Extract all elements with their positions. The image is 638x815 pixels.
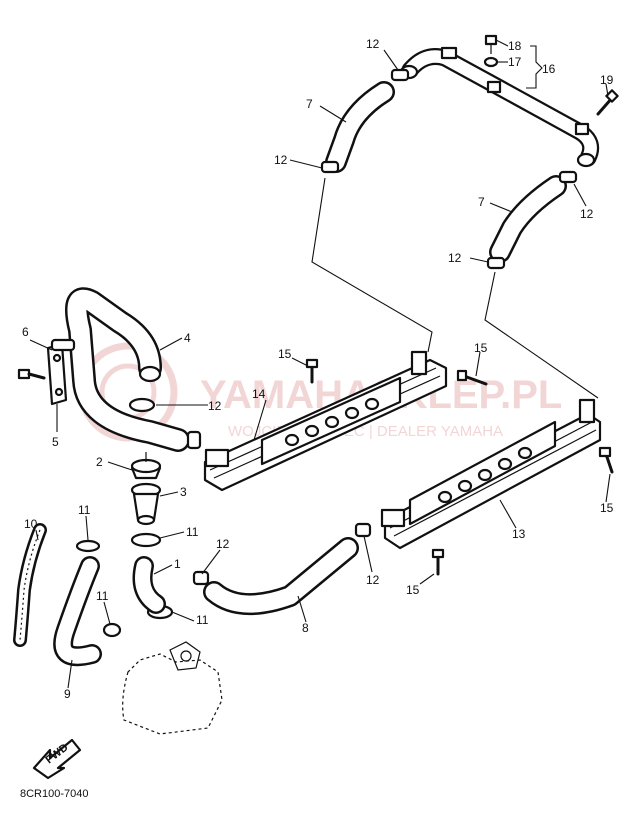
callout-7: 7 bbox=[306, 97, 313, 111]
fwd-arrow: FWD bbox=[32, 738, 82, 780]
clamp-12 bbox=[486, 256, 506, 270]
callout-4: 4 bbox=[184, 331, 191, 345]
callout-2: 2 bbox=[96, 455, 103, 469]
bracket-5 bbox=[46, 338, 76, 406]
bolt-15 bbox=[598, 446, 614, 474]
drawing-code: 8CR100-7040 bbox=[20, 788, 89, 800]
callout-9: 9 bbox=[64, 687, 71, 701]
callout-11: 11 bbox=[78, 503, 91, 517]
clamp-12 bbox=[558, 170, 578, 184]
callout-7: 7 bbox=[478, 195, 485, 209]
hose-1 bbox=[132, 556, 166, 614]
callout-11: 11 bbox=[186, 525, 199, 539]
clamp-12 bbox=[354, 522, 372, 538]
callout-11: 11 bbox=[196, 613, 209, 627]
clamp-11 bbox=[75, 539, 101, 553]
pipe-end-front bbox=[576, 152, 596, 168]
clamp-12 bbox=[390, 68, 410, 82]
connection-lines bbox=[311, 177, 599, 399]
radiator-13-outlet bbox=[380, 508, 406, 528]
callout-15: 15 bbox=[406, 583, 420, 597]
clamp-12 bbox=[186, 430, 202, 450]
callout-18: 18 bbox=[508, 39, 522, 53]
leader-lines bbox=[29, 39, 611, 689]
clamp-11 bbox=[102, 622, 122, 638]
callout-14: 14 bbox=[252, 387, 266, 401]
callout-12: 12 bbox=[274, 153, 288, 167]
clamp-11 bbox=[130, 532, 162, 548]
clamp-12 bbox=[192, 570, 210, 586]
bolt-15 bbox=[456, 369, 488, 386]
radiator-14 bbox=[203, 350, 448, 492]
pipe-bracket bbox=[574, 122, 590, 136]
callout-11: 11 bbox=[96, 589, 109, 603]
callout-15: 15 bbox=[600, 501, 614, 515]
callout-12: 12 bbox=[216, 537, 230, 551]
callout-12: 12 bbox=[580, 207, 594, 221]
pipe-bracket bbox=[440, 46, 458, 60]
hose-4 bbox=[65, 287, 190, 452]
engine-block bbox=[122, 641, 223, 735]
radiator-14-inlet bbox=[410, 350, 428, 376]
hose-7-upper bbox=[325, 81, 395, 173]
bolt-18 bbox=[484, 34, 498, 54]
clamp-12 bbox=[320, 160, 340, 174]
bolt-15 bbox=[305, 358, 319, 384]
callout-12: 12 bbox=[366, 573, 380, 587]
callout-12: 12 bbox=[448, 251, 462, 265]
radiator-14-outlet bbox=[204, 448, 230, 468]
hose-10 bbox=[13, 523, 47, 647]
thermostat-3 bbox=[130, 482, 162, 526]
callout-8: 8 bbox=[302, 621, 309, 635]
bolt-15 bbox=[431, 548, 445, 576]
radiator-13-inlet bbox=[578, 398, 596, 424]
callout-6: 6 bbox=[22, 325, 29, 339]
callout-16: 16 bbox=[542, 62, 556, 76]
radiator-13 bbox=[380, 398, 602, 550]
callout-15: 15 bbox=[474, 341, 488, 355]
pipe-bracket bbox=[486, 80, 502, 94]
callout-12: 12 bbox=[366, 37, 380, 51]
washer-17 bbox=[483, 56, 499, 68]
hose-7-lower bbox=[489, 175, 567, 263]
thermostat-cover-2 bbox=[130, 452, 162, 480]
callout-1: 1 bbox=[174, 557, 181, 571]
callout-19: 19 bbox=[600, 73, 614, 87]
hose-9 bbox=[53, 556, 102, 667]
clamp-12 bbox=[128, 397, 156, 413]
callout-10: 10 bbox=[24, 517, 38, 531]
bolt-19 bbox=[596, 89, 619, 116]
callout-3: 3 bbox=[180, 485, 187, 499]
callout-17: 17 bbox=[508, 55, 522, 69]
upper-pipe-16 bbox=[399, 46, 600, 168]
callout-12: 12 bbox=[208, 399, 222, 413]
callout-labels: 12 18 17 16 19 7 12 7 12 12 6 4 15 15 14… bbox=[22, 37, 614, 701]
callout-5: 5 bbox=[52, 435, 59, 449]
bolt-6 bbox=[17, 368, 46, 380]
callout-13: 13 bbox=[512, 527, 526, 541]
callout-15: 15 bbox=[278, 347, 292, 361]
hose-8 bbox=[203, 537, 359, 615]
